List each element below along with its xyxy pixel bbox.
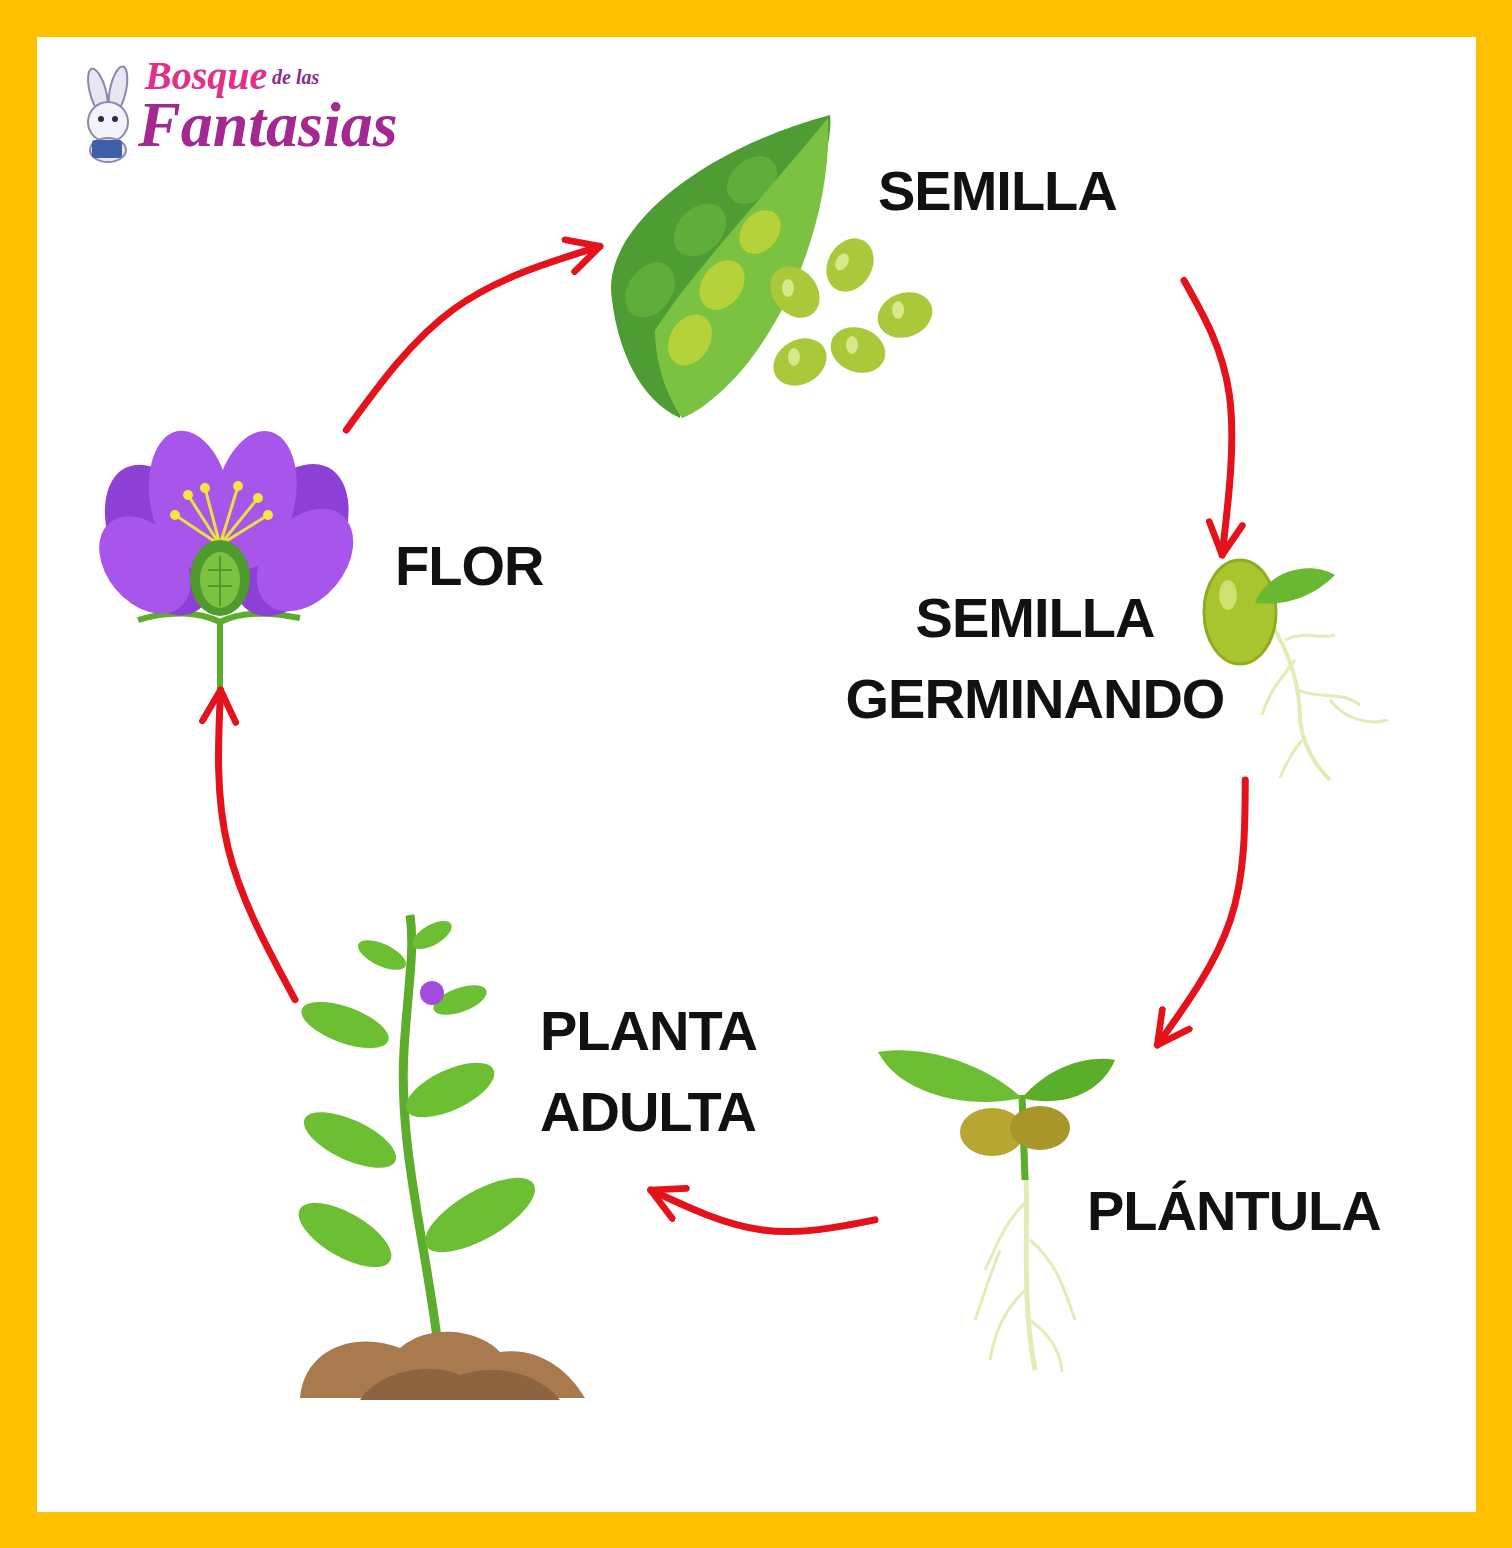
adult-plant: [289, 915, 585, 1400]
seedling: [975, 1200, 1075, 1372]
seeds: [782, 279, 794, 297]
adult-plant: [398, 1052, 502, 1129]
seeds: [788, 348, 800, 366]
flower: [183, 490, 193, 500]
seedling: [878, 1050, 1022, 1102]
seeds: [846, 336, 858, 354]
stage-label: PLÁNTULA: [1087, 1170, 1387, 1251]
flower: [170, 510, 180, 520]
logo-text: Fantasias: [138, 88, 398, 162]
adult-plant: [420, 981, 444, 1005]
flower: [263, 510, 273, 520]
cycle-arrow: [346, 246, 600, 430]
flower: [233, 481, 243, 491]
seedling: [1022, 1059, 1115, 1101]
seeds: [760, 230, 939, 395]
seeds: [892, 301, 904, 319]
germinating-seed: [1262, 635, 1388, 778]
flower: [81, 498, 210, 631]
seeds: [760, 256, 830, 327]
adult-plant: [360, 1369, 560, 1400]
cycle-arrow: [651, 1190, 875, 1232]
flower: [200, 552, 240, 608]
adult-plant: [289, 1190, 401, 1280]
seedling: [1025, 1150, 1035, 1370]
bunny-logo: [112, 116, 118, 122]
stage-label: FLOR: [395, 525, 565, 606]
seed-pod: [731, 202, 789, 262]
germinating-seed: [1204, 560, 1388, 780]
cycle-arrow: [1184, 281, 1232, 556]
stage-node: PLÁNTULA: [875, 1045, 1393, 1375]
adult-plant: [408, 915, 456, 954]
seed-pod: [690, 251, 754, 318]
cycle-arrow: [218, 690, 295, 1000]
seeds: [824, 320, 892, 380]
flower: [200, 483, 210, 493]
flower: [253, 493, 263, 503]
seeds: [871, 285, 939, 345]
bunny-logo: [92, 140, 122, 158]
seeds: [832, 251, 851, 273]
stage-label: PLANTA ADULTA: [540, 990, 790, 1152]
flower: [175, 486, 268, 545]
adult-plant: [296, 1101, 404, 1180]
adult-plant: [414, 1163, 545, 1267]
seedling: [1010, 1106, 1070, 1150]
bunny-logo: [88, 102, 128, 142]
stage-label: SEMILLA: [878, 150, 1178, 231]
stage-node: SEMILLA: [600, 110, 1184, 420]
cycle-arrow: [1157, 780, 1245, 1045]
seeds: [817, 230, 883, 300]
stage-node: FLOR: [100, 430, 571, 690]
germinating-seed: [1255, 568, 1335, 604]
stage-node: SEMILLA GERMINANDO: [830, 555, 1395, 780]
flower: [81, 423, 373, 688]
bunny-logo: [98, 116, 104, 122]
stage-node: PLANTA ADULTA: [295, 910, 796, 1190]
bunny-logo: [84, 65, 131, 162]
logo-text: de las: [272, 66, 319, 89]
flower: [237, 490, 373, 630]
seedling: [878, 1050, 1115, 1372]
germinating-seed: [1219, 580, 1237, 610]
bunny-logo: [90, 138, 126, 162]
stage-label: SEMILLA GERMINANDO: [835, 577, 1235, 739]
adult-plant: [354, 934, 410, 976]
germinating-seed: [1204, 560, 1276, 664]
flower: [190, 540, 250, 616]
flower: [217, 620, 223, 688]
flower: [208, 556, 232, 606]
seeds: [765, 329, 835, 395]
adult-plant: [296, 992, 395, 1057]
seed-pod: [659, 307, 721, 374]
